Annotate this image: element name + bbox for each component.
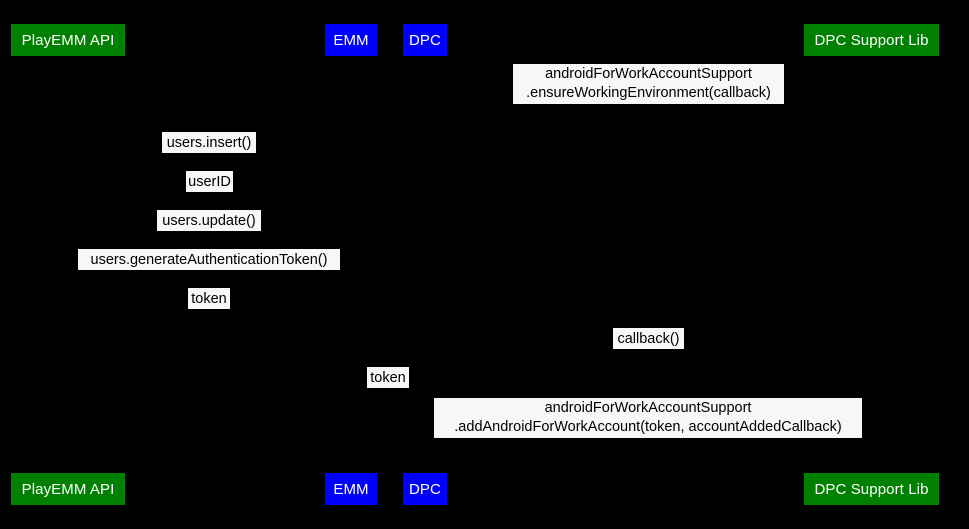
participant-bottom-playemm-api[interactable]: PlayEMM API — [11, 473, 125, 505]
participant-bottom-dpc-support-lib[interactable]: DPC Support Lib — [804, 473, 939, 505]
message-label-androidforworkaccountsupport: androidForWorkAccountSupport .addAndroid… — [434, 398, 862, 438]
participant-top-playemm-api[interactable]: PlayEMM API — [11, 24, 125, 56]
participant-bottom-emm[interactable]: EMM — [325, 473, 377, 505]
participant-bottom-dpc[interactable]: DPC — [403, 473, 447, 505]
message-label-users-generateauthenticationtoken: users.generateAuthenticationToken() — [78, 249, 340, 270]
message-label-users-update: users.update() — [157, 210, 261, 231]
participant-top-dpc[interactable]: DPC — [403, 24, 447, 56]
message-label-androidforworkaccountsupport: androidForWorkAccountSupport .ensureWork… — [513, 64, 784, 104]
message-label-users-insert: users.insert() — [162, 132, 256, 153]
participant-top-dpc-support-lib[interactable]: DPC Support Lib — [804, 24, 939, 56]
message-label-token: token — [188, 288, 230, 309]
participant-top-emm[interactable]: EMM — [325, 24, 377, 56]
message-label-token: token — [367, 367, 409, 388]
message-label-userid: userID — [186, 171, 233, 192]
message-label-callback: callback() — [613, 328, 684, 349]
